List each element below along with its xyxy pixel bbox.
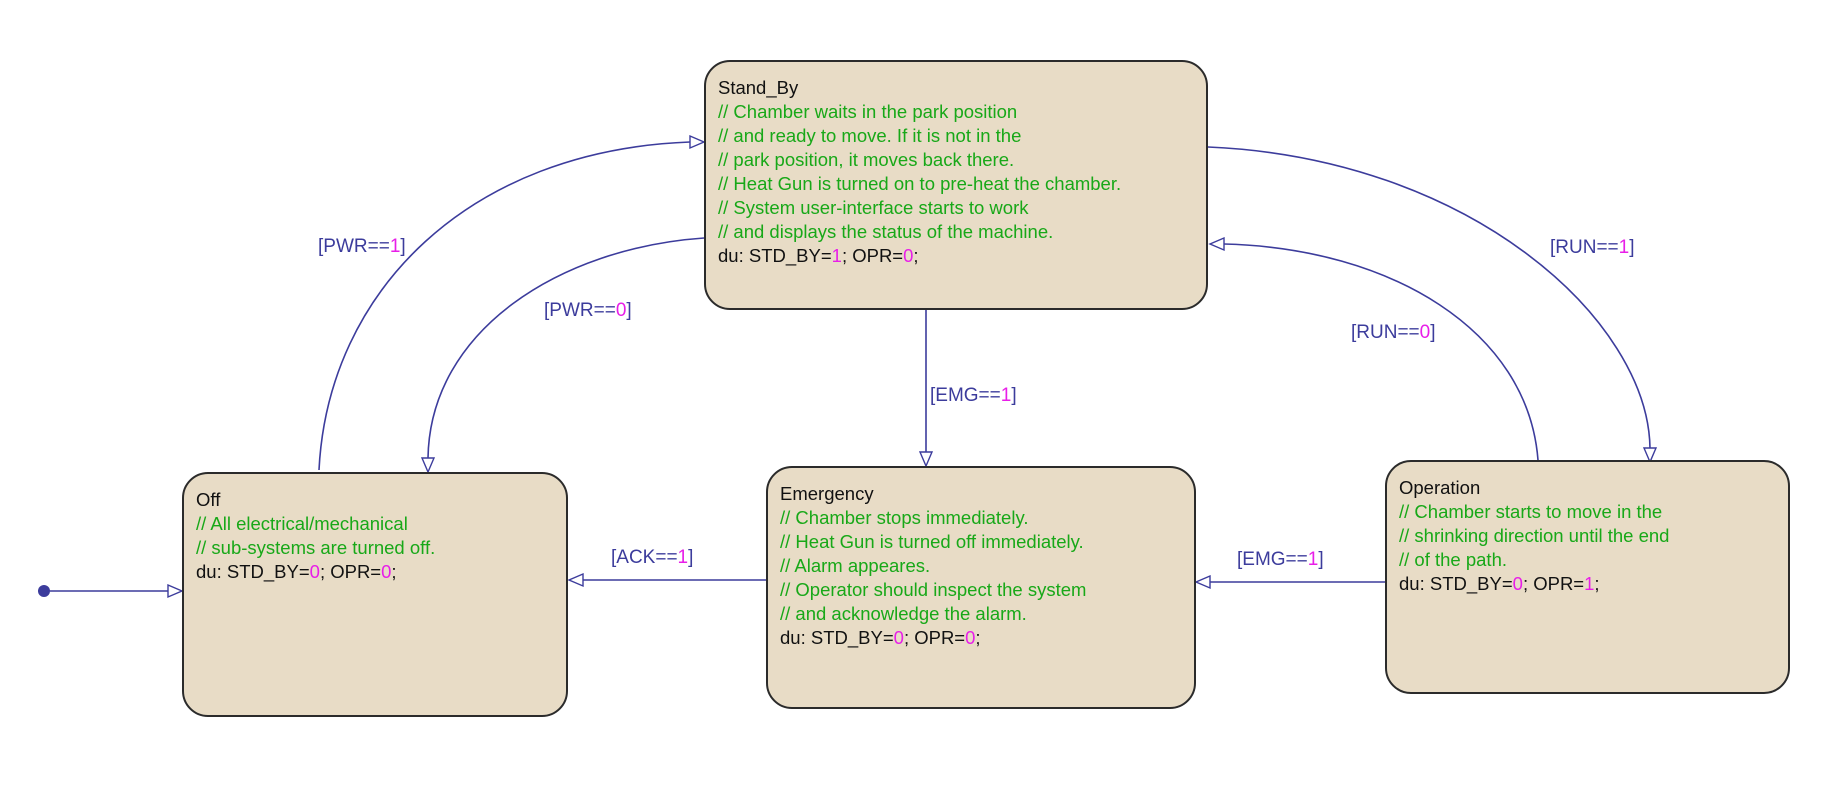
std-by-value: 0 xyxy=(309,561,320,582)
du-mid: ; OPR= xyxy=(319,561,382,582)
state-stand-by[interactable]: Stand_By // Chamber waits in the park po… xyxy=(704,60,1208,310)
transition-standby-to-off-line[interactable] xyxy=(427,237,705,459)
transition-standby-to-operation-line[interactable] xyxy=(1207,146,1651,449)
label-condition: [RUN== xyxy=(1550,237,1619,258)
state-during-action: du: STD_BY=1; OPR=0; xyxy=(718,244,1194,268)
label-condition: [RUN== xyxy=(1351,322,1420,343)
label-close: ] xyxy=(1430,322,1436,343)
transition-label-run-on[interactable]: [RUN==1] xyxy=(1550,237,1635,259)
state-name: Operation xyxy=(1399,477,1481,498)
du-suffix: ; xyxy=(391,561,397,582)
state-comment-line: // sub-systems are turned off. xyxy=(196,537,436,558)
transition-emergency-to-off-arrowhead xyxy=(567,572,584,588)
state-comment-line: // and acknowledge the alarm. xyxy=(780,603,1027,624)
label-condition: [EMG== xyxy=(1237,549,1308,570)
state-comment-line: // park position, it moves back there. xyxy=(718,149,1015,170)
state-off[interactable]: Off // All electrical/mechanical // sub-… xyxy=(182,472,568,717)
transition-standby-to-emergency-arrowhead xyxy=(918,451,934,468)
state-during-action: du: STD_BY=0; OPR=1; xyxy=(1399,572,1776,596)
label-condition: [PWR== xyxy=(318,236,390,257)
transition-label-run-off[interactable]: [RUN==0] xyxy=(1351,322,1436,344)
state-comment-line: // System user-interface starts to work xyxy=(718,197,1029,218)
label-condition: [PWR== xyxy=(544,300,616,321)
label-value: 1 xyxy=(389,236,401,257)
default-transition-dot xyxy=(38,585,50,597)
state-comment-line: // and displays the status of the machin… xyxy=(718,221,1054,242)
opr-value: 0 xyxy=(965,627,976,648)
du-mid: ; OPR= xyxy=(1522,573,1585,594)
state-comment-line: // Chamber waits in the park position xyxy=(718,101,1018,122)
du-prefix: du: STD_BY= xyxy=(196,561,310,582)
label-value: 0 xyxy=(1419,322,1431,343)
du-prefix: du: STD_BY= xyxy=(1399,573,1513,594)
state-name: Stand_By xyxy=(718,77,799,98)
state-emergency[interactable]: Emergency // Chamber stops immediately. … xyxy=(766,466,1196,709)
label-value: 1 xyxy=(1618,237,1630,258)
transition-operation-to-emergency-arrowhead xyxy=(1194,574,1211,590)
default-transition-arrowhead xyxy=(167,583,184,599)
std-by-value: 1 xyxy=(831,245,842,266)
state-comment-line: // All electrical/mechanical xyxy=(196,513,408,534)
state-comment-line: // Heat Gun is turned on to pre-heat the… xyxy=(718,173,1122,194)
label-value: 0 xyxy=(615,300,627,321)
state-name: Off xyxy=(196,489,221,510)
label-value: 1 xyxy=(677,547,689,568)
state-during-action: du: STD_BY=0; OPR=0; xyxy=(196,560,554,584)
state-comment-line: // Chamber starts to move in the xyxy=(1399,501,1663,522)
transition-label-emg-operation[interactable]: [EMG==1] xyxy=(1237,549,1324,571)
label-close: ] xyxy=(400,236,406,257)
opr-value: 0 xyxy=(903,245,914,266)
transition-label-pwr-on[interactable]: [PWR==1] xyxy=(318,236,406,258)
opr-value: 0 xyxy=(381,561,392,582)
transition-operation-to-standby-line[interactable] xyxy=(1223,243,1539,461)
std-by-value: 0 xyxy=(893,627,904,648)
label-condition: [ACK== xyxy=(611,547,678,568)
label-condition: [EMG== xyxy=(930,385,1001,406)
transition-label-emg-standby[interactable]: [EMG==1] xyxy=(930,385,1017,407)
state-comment-line: // Alarm appeares. xyxy=(780,555,931,576)
du-prefix: du: STD_BY= xyxy=(718,245,832,266)
state-comment-line: // of the path. xyxy=(1399,549,1507,570)
state-operation[interactable]: Operation // Chamber starts to move in t… xyxy=(1385,460,1790,694)
label-close: ] xyxy=(1011,385,1017,406)
opr-value: 1 xyxy=(1584,573,1595,594)
label-close: ] xyxy=(1629,237,1635,258)
label-close: ] xyxy=(1318,549,1324,570)
state-during-action: du: STD_BY=0; OPR=0; xyxy=(780,626,1182,650)
du-suffix: ; xyxy=(913,245,919,266)
state-comment-line: // Heat Gun is turned off immediately. xyxy=(780,531,1084,552)
state-name: Emergency xyxy=(780,483,874,504)
transition-standby-to-operation-arrowhead xyxy=(1642,447,1658,464)
state-comment-line: // and ready to move. If it is not in th… xyxy=(718,125,1022,146)
transition-operation-to-standby-arrowhead xyxy=(1208,236,1225,252)
transition-label-pwr-off[interactable]: [PWR==0] xyxy=(544,300,632,322)
label-close: ] xyxy=(626,300,632,321)
du-suffix: ; xyxy=(1594,573,1600,594)
du-mid: ; OPR= xyxy=(841,245,904,266)
transition-standby-to-off-arrowhead xyxy=(420,457,436,474)
transition-off-to-standby-arrowhead xyxy=(689,134,706,150)
label-value: 1 xyxy=(1307,549,1319,570)
state-comment-line: // Chamber stops immediately. xyxy=(780,507,1029,528)
label-close: ] xyxy=(688,547,694,568)
state-comment-line: // Operator should inspect the system xyxy=(780,579,1087,600)
state-comment-line: // shrinking direction until the end xyxy=(1399,525,1670,546)
transition-off-to-standby-line[interactable] xyxy=(318,141,691,471)
du-mid: ; OPR= xyxy=(903,627,966,648)
transition-label-ack[interactable]: [ACK==1] xyxy=(611,547,693,569)
du-prefix: du: STD_BY= xyxy=(780,627,894,648)
label-value: 1 xyxy=(1000,385,1012,406)
std-by-value: 0 xyxy=(1512,573,1523,594)
du-suffix: ; xyxy=(975,627,981,648)
